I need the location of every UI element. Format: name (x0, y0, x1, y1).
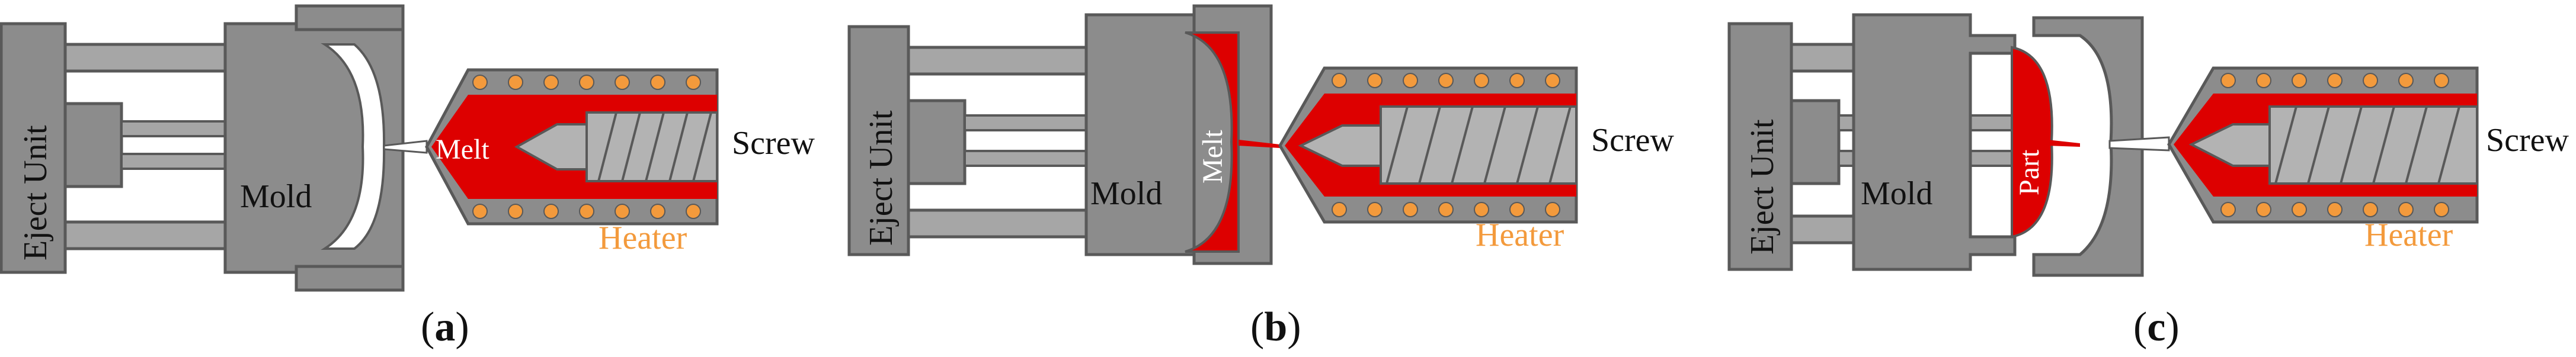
heater-coils (472, 75, 701, 219)
eject-unit-label: Eject Unit (863, 110, 900, 246)
heater-coils (2220, 73, 2449, 217)
screw-flights (2274, 106, 2460, 184)
tie-bar-top (907, 46, 1088, 76)
melt-label: Melt (436, 134, 489, 165)
heater-label: Heater (2364, 217, 2453, 253)
tie-bar-top (63, 43, 227, 73)
tie-bar-bottom (63, 220, 227, 250)
caption-a-letter: a (434, 304, 455, 350)
eject-unit-label: Eject Unit (17, 125, 54, 260)
tie-bar-bottom (1790, 214, 1855, 245)
mold-label: Mold (1861, 175, 1932, 212)
caption-b: (b) (1250, 304, 1301, 350)
caption-c: (c) (2133, 304, 2180, 350)
screw-shaft (1380, 105, 1577, 185)
ejector-plate (1790, 99, 1841, 185)
nozzle-gap (383, 140, 428, 154)
tie-bar-bottom (907, 208, 1088, 239)
caption-c-letter: c (2147, 304, 2165, 350)
heater-label: Heater (599, 220, 687, 256)
mold-cavity-filled (1185, 31, 1240, 253)
tie-bar-top (1790, 43, 1855, 73)
part-sprue (2047, 140, 2080, 147)
eject-unit-label: Eject Unit (1744, 119, 1781, 255)
nozzle-gap (2108, 136, 2170, 152)
svg-text:(c): (c) (2133, 304, 2180, 350)
sprue (1239, 140, 1280, 148)
screw-label: Screw (732, 125, 815, 162)
eject-unit-block (847, 25, 910, 256)
eject-unit-block (0, 22, 67, 274)
melt-label: Melt (1197, 130, 1228, 184)
svg-text:(b): (b) (1250, 304, 1301, 350)
heater-coils (1332, 73, 1560, 217)
ejector-plate (63, 102, 123, 188)
mold-label: Mold (1090, 175, 1162, 212)
heater-label: Heater (1476, 217, 1564, 253)
svg-text:(a): (a) (421, 304, 469, 350)
caption-a: (a) (421, 304, 469, 350)
screw-flights (597, 112, 712, 182)
mold-label: Mold (240, 178, 312, 215)
screw-label: Screw (2486, 122, 2569, 159)
caption-b-letter: b (1264, 304, 1287, 350)
panel-a: Eject Unit Mold Melt Screw Heater (0, 4, 815, 292)
part-label: Part (2014, 149, 2045, 195)
mold-platen-bottom (295, 265, 405, 292)
panel-c: Eject Unit Mold Part Screw Heater (1727, 13, 2569, 277)
mold-cavity (321, 43, 386, 250)
mold-platen-top (295, 4, 405, 31)
screw-flights (1385, 106, 1572, 184)
ejected-part (2011, 46, 2053, 239)
panel-b: Eject Unit Mold Melt Screw Heater (847, 4, 1675, 265)
screw-label: Screw (1591, 122, 1675, 159)
ejector-plate (907, 99, 967, 185)
screw-shaft (2268, 105, 2478, 185)
mold-moving-half (1852, 13, 2017, 271)
